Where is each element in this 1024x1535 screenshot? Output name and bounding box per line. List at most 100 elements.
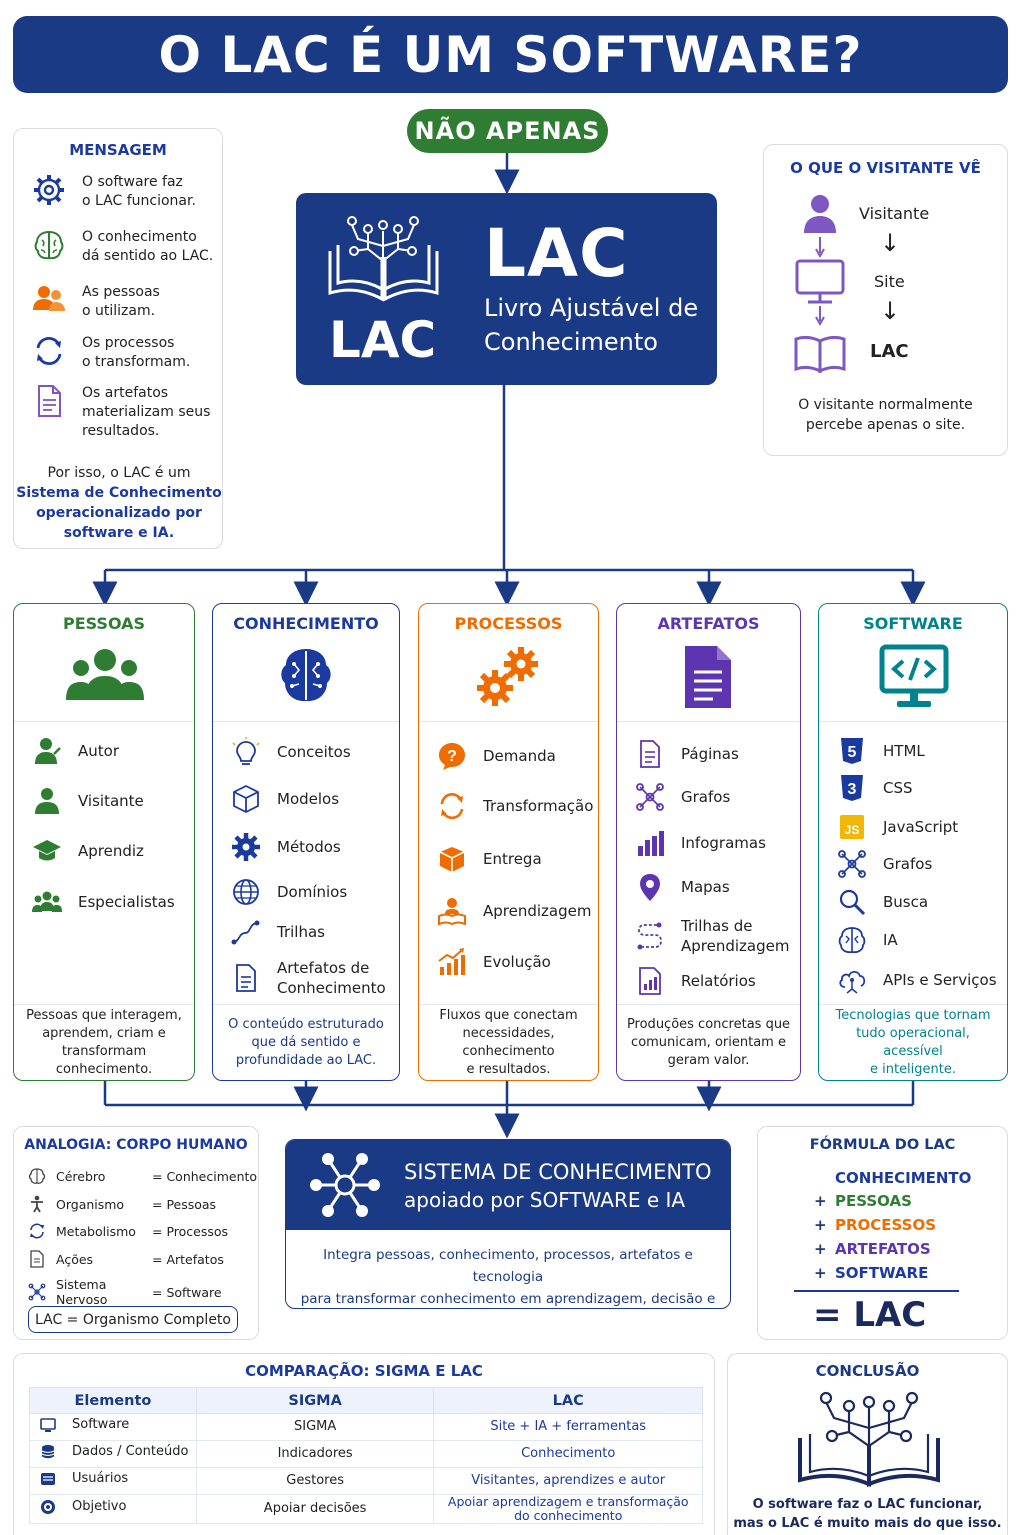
column-footer: Fluxos que conectam necessidades, conhec… xyxy=(419,1004,598,1080)
analogy-row: Cérebro= Conhecimento xyxy=(28,1167,258,1185)
visitor-icon xyxy=(35,788,59,814)
column-item: APIs e Serviços xyxy=(837,965,997,995)
comparison-title: COMPARAÇÃO: SIGMA E LAC xyxy=(245,1362,483,1380)
message-conclusion: Por isso, o LAC é um Sistema de Conhecim… xyxy=(16,465,222,541)
lightbulb-icon xyxy=(232,737,260,765)
formula-term: ARTEFATOS xyxy=(835,1240,931,1258)
analogy-header: ANALOGIA: CORPO HUMANO xyxy=(24,1137,248,1153)
graduation-cap-icon xyxy=(33,840,61,861)
growth-chart-icon xyxy=(438,948,465,975)
gear-icon xyxy=(232,833,260,861)
column-item: Aprendiz xyxy=(32,836,144,866)
gear-icon xyxy=(34,175,64,205)
route-icon xyxy=(637,922,662,950)
gears-icon xyxy=(477,647,538,706)
column-item: ? Demanda xyxy=(437,741,556,771)
author-icon xyxy=(35,738,61,764)
brain-icon xyxy=(281,649,331,702)
conclusion-text: O software faz o LAC funcionar, mas o LA… xyxy=(733,1497,1002,1531)
document-icon xyxy=(685,646,731,708)
lac-logo-text: LAC xyxy=(329,311,437,369)
cloud-icon xyxy=(839,970,866,994)
column-item: Domínios xyxy=(231,877,347,907)
column-software: SOFTWARE 5 HTML 3 CSS JS JavaScript Graf… xyxy=(818,603,1008,1081)
column-conhecimento: CONHECIMENTO Conceitos Modelos Métodos D… xyxy=(212,603,400,1081)
document-icon xyxy=(30,1250,44,1268)
plus-sign: + xyxy=(814,1216,827,1234)
formula-term: PROCESSOS xyxy=(835,1216,937,1234)
table-row: Objetivo Apoiar decisões Apoiar aprendiz… xyxy=(29,1494,703,1524)
column-item: Entrega xyxy=(437,844,542,874)
column-item: IA xyxy=(837,925,898,955)
visitor-step: Visitante xyxy=(859,204,930,223)
brain-icon xyxy=(838,927,866,954)
plus-sign: + xyxy=(814,1192,827,1210)
monitor-icon xyxy=(40,1418,56,1432)
formula-header: FÓRMULA DO LAC xyxy=(809,1137,956,1153)
column-item: Métodos xyxy=(231,832,341,862)
document-icon xyxy=(38,385,61,417)
column-item: Trilhas xyxy=(231,917,325,947)
column-item: JS JavaScript xyxy=(837,812,958,842)
column-item: Conceitos xyxy=(231,737,351,767)
column-title: PESSOAS xyxy=(62,614,146,633)
column-item: Aprendizagem xyxy=(437,896,591,926)
column-pessoas: PESSOAS Autor Visitante Aprendiz Especia… xyxy=(13,603,195,1081)
analogy-row: Organismo= Pessoas xyxy=(28,1195,258,1213)
cycle-icon xyxy=(440,793,464,820)
plus-sign: + xyxy=(814,1264,827,1282)
visitor-panel: O QUE O VISITANTE VÊ Visitante ↓ Site ↓ … xyxy=(763,144,1008,456)
document-icon xyxy=(236,964,256,992)
message-item: Os processos o transformam. xyxy=(32,334,222,372)
column-title: CONHECIMENTO xyxy=(233,614,379,633)
message-item: As pessoas o utilizam. xyxy=(32,283,222,321)
visitor-step: Site xyxy=(874,272,905,291)
table-row: Software SIGMA Site + IA + ferramentas xyxy=(29,1413,703,1441)
arrow-down-icon: ↓ xyxy=(880,229,901,257)
system-subtitle: apoiado por SOFTWARE e IA xyxy=(404,1188,686,1212)
lac-main-box: LAC LAC Livro Ajustável de Conhecimento xyxy=(296,193,717,385)
column-item: Visitante xyxy=(32,786,144,816)
body-icon xyxy=(31,1195,43,1213)
brain-icon xyxy=(34,230,64,260)
column-processos: PROCESSOS ? Demanda Transformação Entreg… xyxy=(418,603,599,1081)
column-item: Especialistas xyxy=(32,887,175,917)
column-footer: Produções concretas que comunicam, orien… xyxy=(617,1004,800,1080)
column-item: Trilhas de Aprendizagem xyxy=(635,916,789,956)
group-icon xyxy=(32,891,62,912)
message-item: O conhecimento dá sentido ao LAC. xyxy=(32,228,222,266)
column-item: Transformação xyxy=(437,791,593,821)
table-header: SIGMA xyxy=(195,1387,435,1414)
column-item: Relatórios xyxy=(635,966,756,996)
column-footer: Tecnologias que tornam tudo operacional,… xyxy=(819,1004,1007,1080)
visitor-flow-icons xyxy=(794,195,846,374)
column-artefatos: ARTEFATOS Páginas Grafos Infogramas Mapa… xyxy=(616,603,801,1081)
page-title: O LAC É UM SOFTWARE? xyxy=(13,16,1008,93)
plus-sign: + xyxy=(814,1240,827,1258)
network-icon xyxy=(28,1283,46,1301)
bar-chart-icon xyxy=(638,831,664,856)
users-icon xyxy=(41,1473,55,1485)
book-tree-icon xyxy=(328,216,439,302)
lac-subtitle: Livro Ajustável de Conhecimento xyxy=(484,294,699,356)
javascript-icon: JS xyxy=(840,815,864,839)
column-item: Grafos xyxy=(635,782,730,812)
visitor-note: O visitante normalmente percebe apenas o… xyxy=(798,397,973,433)
network-icon xyxy=(310,1153,380,1217)
conclusion-header: CONCLUSÃO xyxy=(815,1362,920,1380)
formula-result: = LAC xyxy=(813,1295,927,1335)
column-item: Páginas xyxy=(635,739,739,769)
analogy-row: Ações= Artefatos xyxy=(28,1250,258,1268)
search-icon xyxy=(839,889,866,916)
message-item: O software faz o LAC funcionar. xyxy=(32,173,222,211)
question-icon: ? xyxy=(439,743,465,770)
column-title: ARTEFATOS xyxy=(657,614,760,633)
page-icon xyxy=(640,740,660,768)
message-panel: MENSAGEM O software faz o LAC funcionar.… xyxy=(13,128,223,549)
analogy-footer: LAC = Organismo Completo xyxy=(28,1306,238,1333)
database-icon xyxy=(41,1445,55,1459)
column-item: Busca xyxy=(837,887,928,917)
path-icon xyxy=(231,920,260,945)
graph-icon xyxy=(636,783,664,811)
